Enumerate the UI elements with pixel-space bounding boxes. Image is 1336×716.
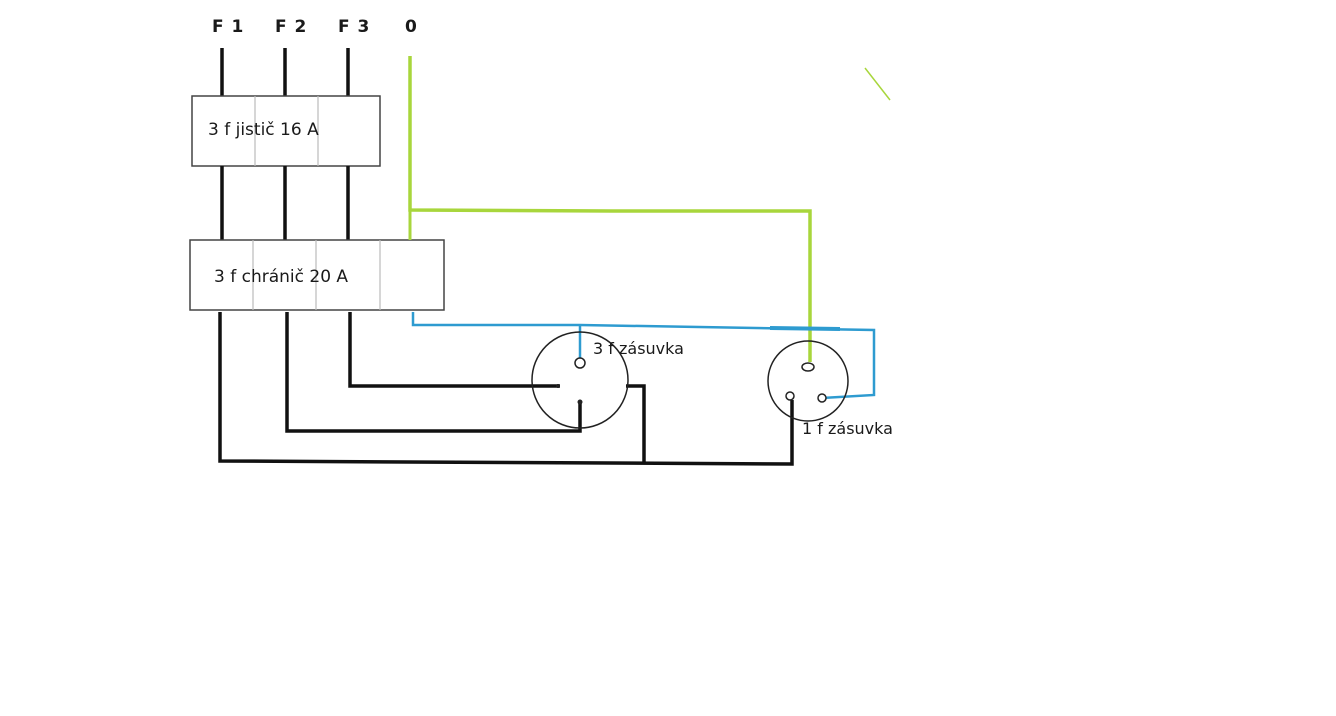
wire-l2-out <box>285 312 582 433</box>
incoming-phase-wires <box>220 48 350 97</box>
wire-zero-green <box>408 56 812 362</box>
output-phase-wires <box>218 312 794 466</box>
breaker-label: 3 f jistič 16 A <box>208 120 319 140</box>
wire-l3-out <box>348 312 560 388</box>
socket-3-phase: 3 f zásuvka <box>531 331 684 429</box>
socket3-label: 3 f zásuvka <box>593 339 684 358</box>
rcd-box: 3 f chránič 20 A <box>189 239 445 311</box>
wire-l1-out <box>218 312 794 466</box>
socket1-pin-left <box>785 391 795 401</box>
wire-socket3-link <box>626 384 646 463</box>
socket3-pin-left <box>556 384 560 388</box>
label-neutral: 0 <box>405 17 418 37</box>
socket1-outline <box>767 340 849 422</box>
socket-1-phase: 1 f zásuvka <box>767 340 893 438</box>
socket3-pin-top <box>574 357 586 369</box>
socket3-outline <box>531 331 629 429</box>
socket1-pin-right <box>817 393 827 403</box>
label-f2: F 2 <box>275 17 307 37</box>
stray-green-mark <box>864 67 891 101</box>
socket3-pin-bottom <box>577 399 583 405</box>
breaker-to-rcd-wires <box>220 166 350 248</box>
breaker-box: 3 f jistič 16 A <box>191 95 381 167</box>
label-f1: F 1 <box>212 17 244 37</box>
socket1-pin-earth <box>801 362 815 372</box>
label-f3: F 3 <box>338 17 370 37</box>
rcd-label: 3 f chránič 20 A <box>214 267 348 287</box>
wire-neutral-blue-thick <box>769 326 841 331</box>
wire-neutral-blue <box>411 312 876 400</box>
socket1-label: 1 f zásuvka <box>802 419 893 438</box>
